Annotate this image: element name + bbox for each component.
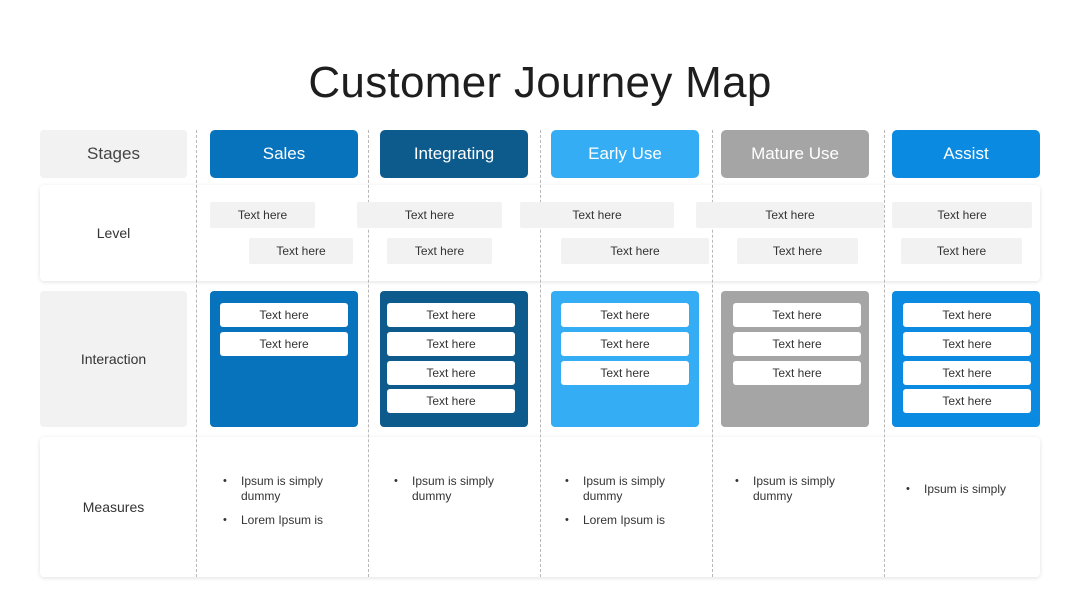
column-divider (540, 130, 541, 577)
interaction-item: Text here (387, 389, 515, 413)
measures-list-mature-use: Ipsum is simply dummy (733, 474, 863, 513)
level-chip-sales-2: Text here (249, 238, 353, 264)
page-title: Customer Journey Map (308, 58, 772, 107)
column-divider (884, 130, 885, 577)
measures-label: Measures (82, 499, 145, 515)
interaction-item: Text here (903, 303, 1031, 327)
interaction-item: Text here (561, 303, 689, 327)
interaction-box-assist: Text here Text here Text here Text here (892, 291, 1040, 427)
level-chip-integrating-1: Text here (357, 202, 502, 228)
interaction-item: Text here (903, 361, 1031, 385)
interaction-item: Text here (903, 332, 1031, 356)
stage-header-sales: Sales (210, 130, 358, 178)
measure-item: Ipsum is simply dummy (563, 474, 693, 504)
interaction-item: Text here (903, 389, 1031, 413)
level-chip-sales-1: Text here (210, 202, 315, 228)
measures-list-sales: Ipsum is simply dummy Lorem Ipsum is (221, 474, 351, 537)
interaction-box-mature-use: Text here Text here Text here (721, 291, 869, 427)
measure-item: Lorem Ipsum is (221, 513, 351, 528)
measure-item: Ipsum is simply dummy (733, 474, 863, 504)
measure-item: Ipsum is simply dummy (221, 474, 351, 504)
interaction-item: Text here (220, 332, 348, 356)
interaction-item: Text here (733, 303, 861, 327)
interaction-item: Text here (733, 332, 861, 356)
measures-list-assist: Ipsum is simply (904, 482, 1034, 506)
interaction-item: Text here (220, 303, 348, 327)
interaction-box-integrating: Text here Text here Text here Text here (380, 291, 528, 427)
measure-item: Lorem Ipsum is (563, 513, 693, 528)
interaction-item: Text here (387, 361, 515, 385)
measures-list-early-use: Ipsum is simply dummy Lorem Ipsum is (563, 474, 693, 537)
level-label: Level (96, 225, 131, 241)
interaction-box-sales: Text here Text here (210, 291, 358, 427)
column-divider (368, 130, 369, 577)
stage-header-assist: Assist (892, 130, 1040, 178)
interaction-item: Text here (387, 332, 515, 356)
stage-header-mature-use: Mature Use (721, 130, 869, 178)
interaction-item: Text here (561, 361, 689, 385)
level-chip-mature-use-2: Text here (737, 238, 858, 264)
stages-label: Stages (40, 130, 187, 178)
interaction-box-early-use: Text here Text here Text here (551, 291, 699, 427)
measure-item: Ipsum is simply dummy (392, 474, 522, 504)
interaction-item: Text here (561, 332, 689, 356)
level-chip-early-use-2: Text here (561, 238, 709, 264)
stage-header-early-use: Early Use (551, 130, 699, 178)
level-chip-mature-use-1: Text here (696, 202, 884, 228)
interaction-item: Text here (733, 361, 861, 385)
stage-header-integrating: Integrating (380, 130, 528, 178)
level-chip-assist-1: Text here (892, 202, 1032, 228)
column-divider (196, 130, 197, 577)
interaction-label: Interaction (40, 291, 187, 427)
column-divider (712, 130, 713, 577)
level-chip-early-use-1: Text here (520, 202, 674, 228)
level-chip-assist-2: Text here (901, 238, 1022, 264)
measures-list-integrating: Ipsum is simply dummy (392, 474, 522, 513)
measure-item: Ipsum is simply (904, 482, 1034, 497)
interaction-item: Text here (387, 303, 515, 327)
level-chip-integrating-2: Text here (387, 238, 492, 264)
